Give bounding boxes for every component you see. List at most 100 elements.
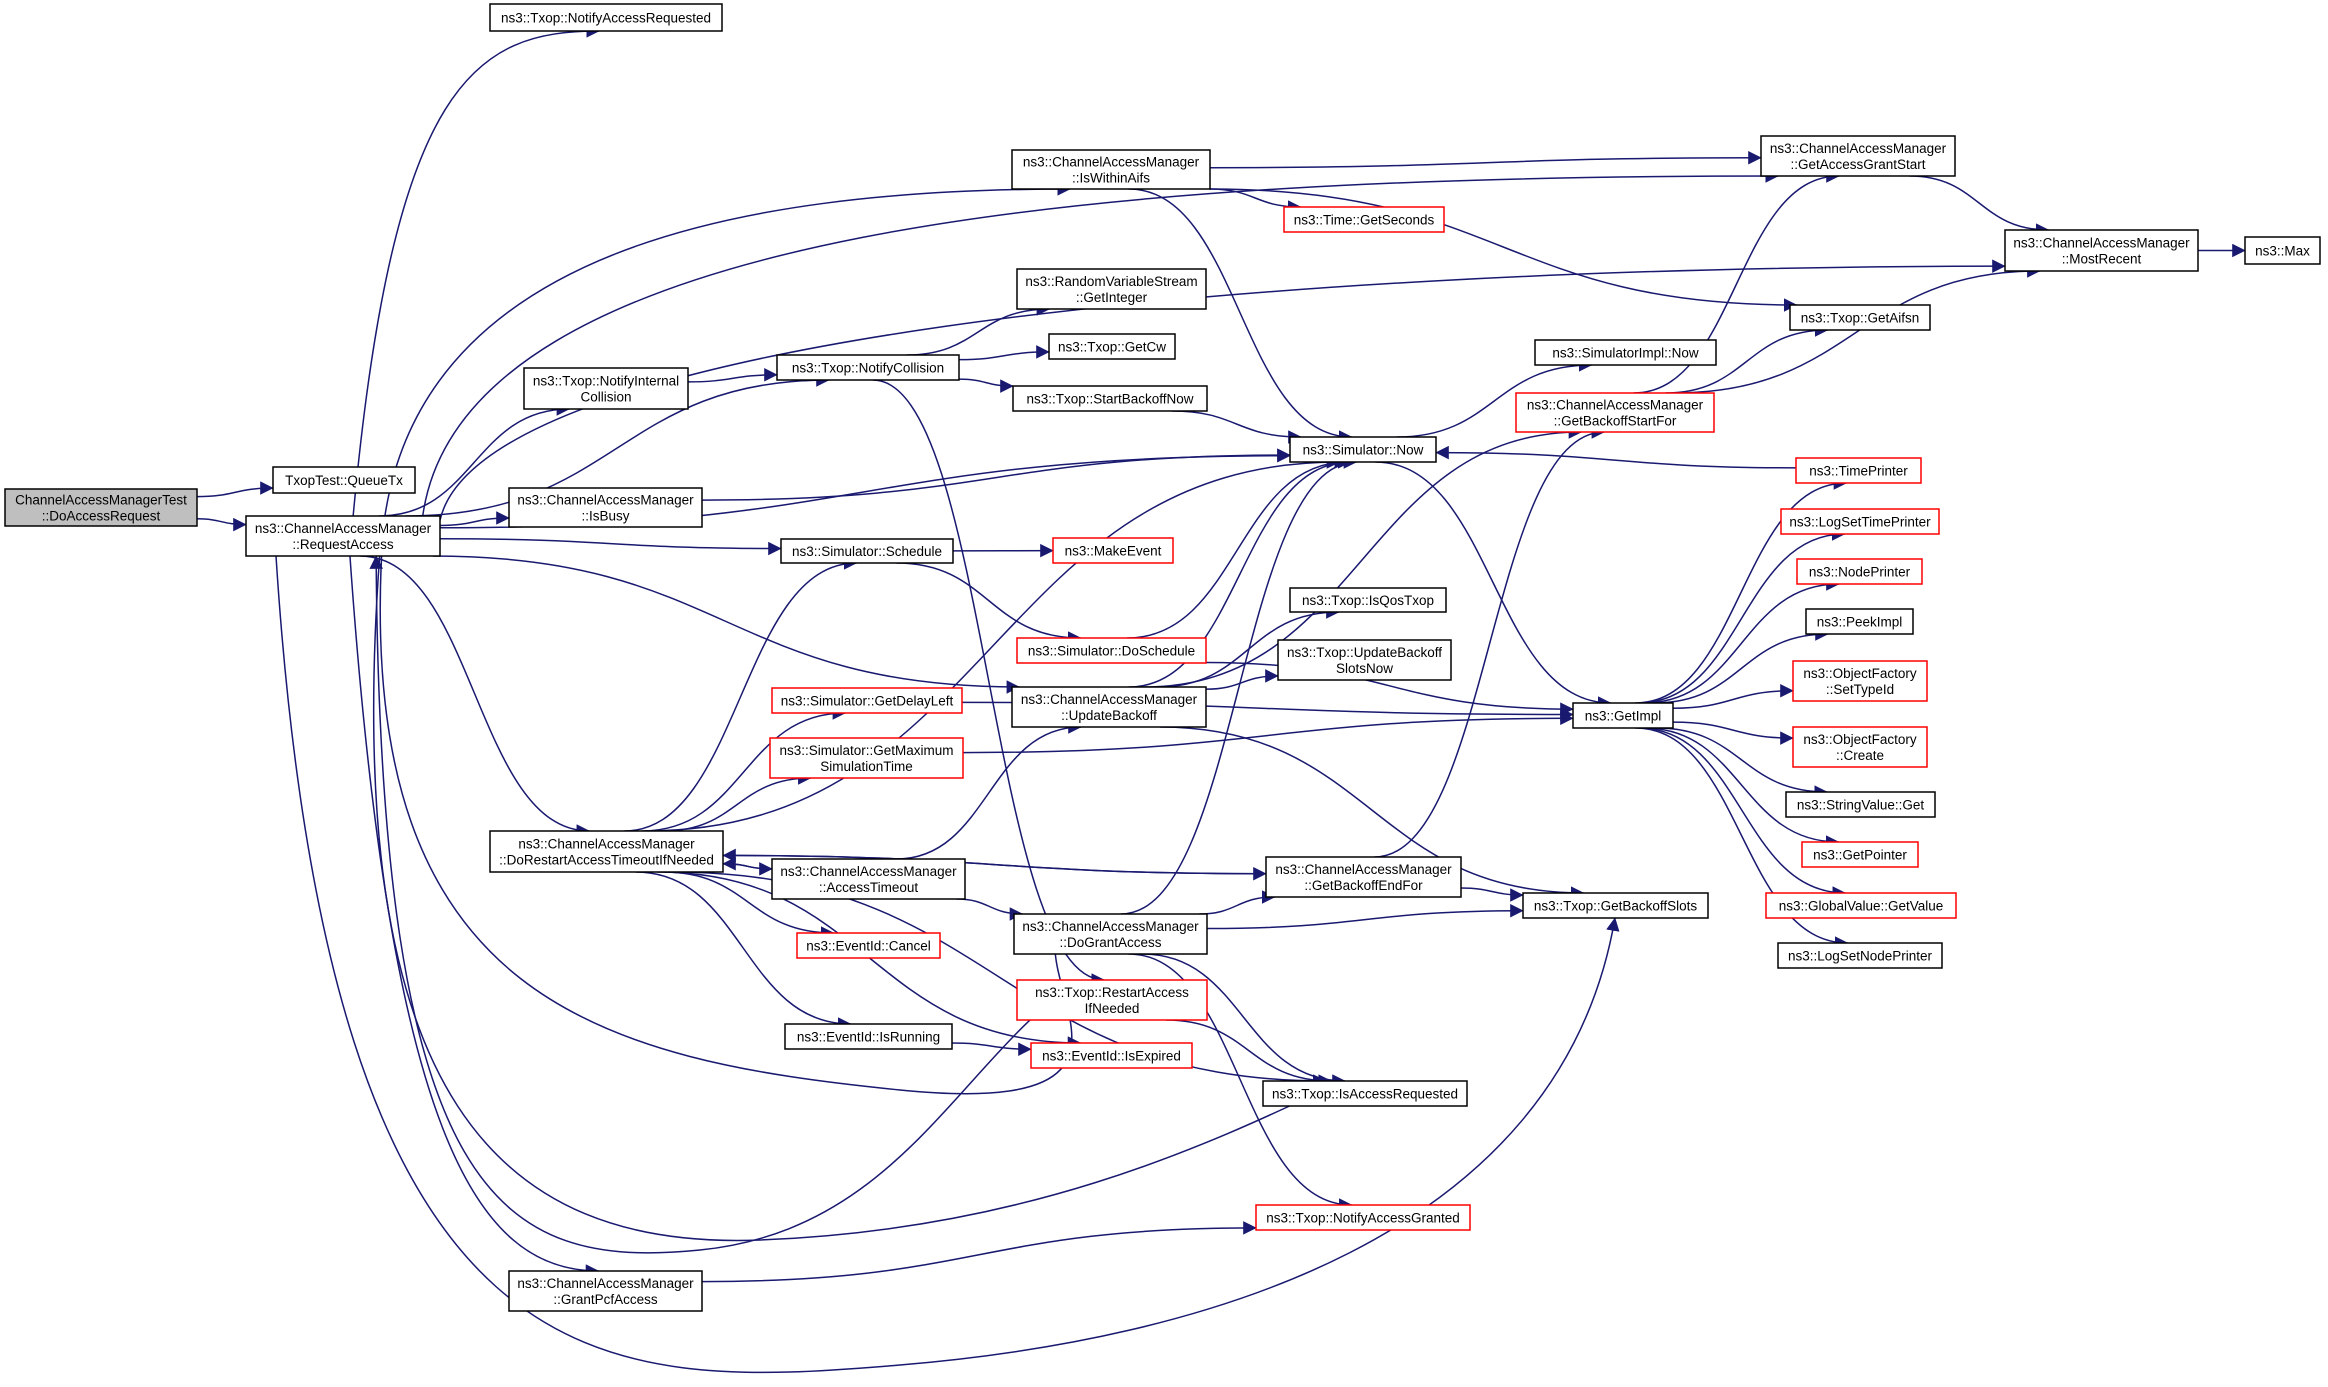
node-isaccessrequested[interactable]: ns3::Txop::IsAccessRequested bbox=[1262, 1080, 1468, 1107]
node-dorestart[interactable]: ns3::ChannelAccessManager::DoRestartAcce… bbox=[489, 830, 724, 873]
node-cancel[interactable]: ns3::EventId::Cancel bbox=[796, 932, 941, 959]
node-queuetx[interactable]: TxopTest::QueueTx bbox=[272, 466, 416, 494]
node-isrunning[interactable]: ns3::EventId::IsRunning bbox=[784, 1023, 953, 1050]
node-box[interactable] bbox=[1777, 942, 1943, 969]
node-box[interactable] bbox=[272, 466, 416, 494]
node-box[interactable] bbox=[1522, 892, 1709, 919]
node-box[interactable] bbox=[1805, 608, 1914, 635]
node-notifyaccessrequested[interactable]: ns3::Txop::NotifyAccessRequested bbox=[489, 3, 723, 32]
node-box[interactable] bbox=[1515, 392, 1715, 433]
node-stringvalueget[interactable]: ns3::StringValue::Get bbox=[1785, 791, 1936, 818]
node-box[interactable] bbox=[1048, 333, 1176, 360]
node-box[interactable] bbox=[2004, 229, 2199, 272]
node-doschedule[interactable]: ns3::Simulator::DoSchedule bbox=[1016, 637, 1207, 664]
node-getbackoffendfor[interactable]: ns3::ChannelAccessManager::GetBackoffEnd… bbox=[1265, 856, 1462, 898]
node-box[interactable] bbox=[1277, 639, 1452, 681]
node-grantpcfaccess[interactable]: ns3::ChannelAccessManager::GrantPcfAcces… bbox=[508, 1270, 703, 1312]
node-getinteger[interactable]: ns3::RandomVariableStream::GetInteger bbox=[1016, 268, 1207, 310]
node-isexpired[interactable]: ns3::EventId::IsExpired bbox=[1030, 1042, 1193, 1069]
node-box[interactable] bbox=[1016, 637, 1207, 664]
node-box[interactable] bbox=[1289, 436, 1437, 463]
node-box[interactable] bbox=[1265, 856, 1462, 898]
node-isbusy[interactable]: ns3::ChannelAccessManager::IsBusy bbox=[508, 487, 703, 528]
node-box[interactable] bbox=[508, 487, 703, 528]
node-box[interactable] bbox=[245, 515, 441, 557]
node-notifycollision[interactable]: ns3::Txop::NotifyCollision bbox=[776, 354, 960, 381]
node-nodeprinter[interactable]: ns3::NodePrinter bbox=[1796, 558, 1923, 585]
node-box[interactable] bbox=[1262, 1080, 1468, 1107]
node-box[interactable] bbox=[1011, 686, 1207, 728]
node-box[interactable] bbox=[1052, 537, 1174, 564]
node-box[interactable] bbox=[508, 1270, 703, 1312]
node-accesstimeout[interactable]: ns3::ChannelAccessManager::AccessTimeout bbox=[771, 858, 966, 900]
node-root[interactable]: ChannelAccessManagerTest::DoAccessReques… bbox=[4, 488, 198, 527]
node-settypeid[interactable]: ns3::ObjectFactory::SetTypeId bbox=[1792, 660, 1928, 702]
node-box[interactable] bbox=[1780, 508, 1940, 535]
node-box[interactable] bbox=[1289, 587, 1447, 613]
node-makeevent[interactable]: ns3::MakeEvent bbox=[1052, 537, 1174, 564]
node-box[interactable] bbox=[784, 1023, 953, 1050]
node-getbackoffslots[interactable]: ns3::Txop::GetBackoffSlots bbox=[1522, 892, 1709, 919]
node-peekimpl[interactable]: ns3::PeekImpl bbox=[1805, 608, 1914, 635]
node-box[interactable] bbox=[769, 737, 964, 779]
node-box[interactable] bbox=[1795, 457, 1922, 484]
node-box[interactable] bbox=[776, 354, 960, 381]
node-box[interactable] bbox=[1785, 791, 1936, 818]
node-box[interactable] bbox=[1013, 913, 1208, 955]
node-box[interactable] bbox=[1792, 660, 1928, 702]
node-box[interactable] bbox=[1792, 726, 1928, 768]
node-simnow[interactable]: ns3::Simulator::Now bbox=[1289, 436, 1437, 463]
node-box[interactable] bbox=[1765, 892, 1957, 919]
node-requestaccess[interactable]: ns3::ChannelAccessManager::RequestAccess bbox=[245, 515, 441, 557]
node-box[interactable] bbox=[771, 858, 966, 900]
node-box[interactable] bbox=[771, 687, 963, 714]
node-iswithinaifs[interactable]: ns3::ChannelAccessManager::IsWithinAifs bbox=[1011, 149, 1211, 190]
node-getbackoffstartfor[interactable]: ns3::ChannelAccessManager::GetBackoffSta… bbox=[1515, 392, 1715, 433]
node-getaccessgrantstart[interactable]: ns3::ChannelAccessManager::GetAccessGran… bbox=[1760, 135, 1956, 177]
node-getaifsn[interactable]: ns3::Txop::GetAifsn bbox=[1789, 304, 1931, 331]
node-box[interactable] bbox=[489, 3, 723, 32]
node-box[interactable] bbox=[1012, 385, 1208, 412]
node-box[interactable] bbox=[489, 830, 724, 873]
node-startbackoffnow[interactable]: ns3::Txop::StartBackoffNow bbox=[1012, 385, 1208, 412]
node-getimpl[interactable]: ns3::GetImpl bbox=[1572, 702, 1674, 729]
node-logsetnodeprinter[interactable]: ns3::LogSetNodePrinter bbox=[1777, 942, 1943, 969]
node-simimplnow[interactable]: ns3::SimulatorImpl::Now bbox=[1534, 339, 1717, 366]
node-getpointer[interactable]: ns3::GetPointer bbox=[1801, 841, 1919, 868]
node-box[interactable] bbox=[796, 932, 941, 959]
node-schedule[interactable]: ns3::Simulator::Schedule bbox=[780, 538, 954, 564]
node-box[interactable] bbox=[1283, 206, 1445, 233]
node-max[interactable]: ns3::Max bbox=[2244, 236, 2321, 265]
node-box[interactable] bbox=[1801, 841, 1919, 868]
node-box[interactable] bbox=[1011, 149, 1211, 190]
node-box[interactable] bbox=[1760, 135, 1956, 177]
node-mostrecent[interactable]: ns3::ChannelAccessManager::MostRecent bbox=[2004, 229, 2199, 272]
node-updatebackoff[interactable]: ns3::ChannelAccessManager::UpdateBackoff bbox=[1011, 686, 1207, 728]
node-box[interactable] bbox=[780, 538, 954, 564]
node-box[interactable] bbox=[4, 488, 198, 527]
node-getseconds[interactable]: ns3::Time::GetSeconds bbox=[1283, 206, 1445, 233]
node-box[interactable] bbox=[1016, 979, 1208, 1021]
node-box[interactable] bbox=[2244, 236, 2321, 265]
node-box[interactable] bbox=[1534, 339, 1717, 366]
node-isqostxop[interactable]: ns3::Txop::IsQosTxop bbox=[1289, 587, 1447, 613]
node-getcw[interactable]: ns3::Txop::GetCw bbox=[1048, 333, 1176, 360]
node-box[interactable] bbox=[1572, 702, 1674, 729]
node-box[interactable] bbox=[1796, 558, 1923, 585]
node-create[interactable]: ns3::ObjectFactory::Create bbox=[1792, 726, 1928, 768]
node-dograntaccess[interactable]: ns3::ChannelAccessManager::DoGrantAccess bbox=[1013, 913, 1208, 955]
node-box[interactable] bbox=[1255, 1204, 1471, 1231]
node-globalvaluegetvalue[interactable]: ns3::GlobalValue::GetValue bbox=[1765, 892, 1957, 919]
node-box[interactable] bbox=[1789, 304, 1931, 331]
node-box[interactable] bbox=[523, 367, 689, 410]
node-box[interactable] bbox=[1030, 1042, 1193, 1069]
node-timeprinter[interactable]: ns3::TimePrinter bbox=[1795, 457, 1922, 484]
node-logsettimeprinter[interactable]: ns3::LogSetTimePrinter bbox=[1780, 508, 1940, 535]
node-getdelayleft[interactable]: ns3::Simulator::GetDelayLeft bbox=[771, 687, 963, 714]
node-notifyaccessgranted[interactable]: ns3::Txop::NotifyAccessGranted bbox=[1255, 1204, 1471, 1231]
node-box[interactable] bbox=[1016, 268, 1207, 310]
